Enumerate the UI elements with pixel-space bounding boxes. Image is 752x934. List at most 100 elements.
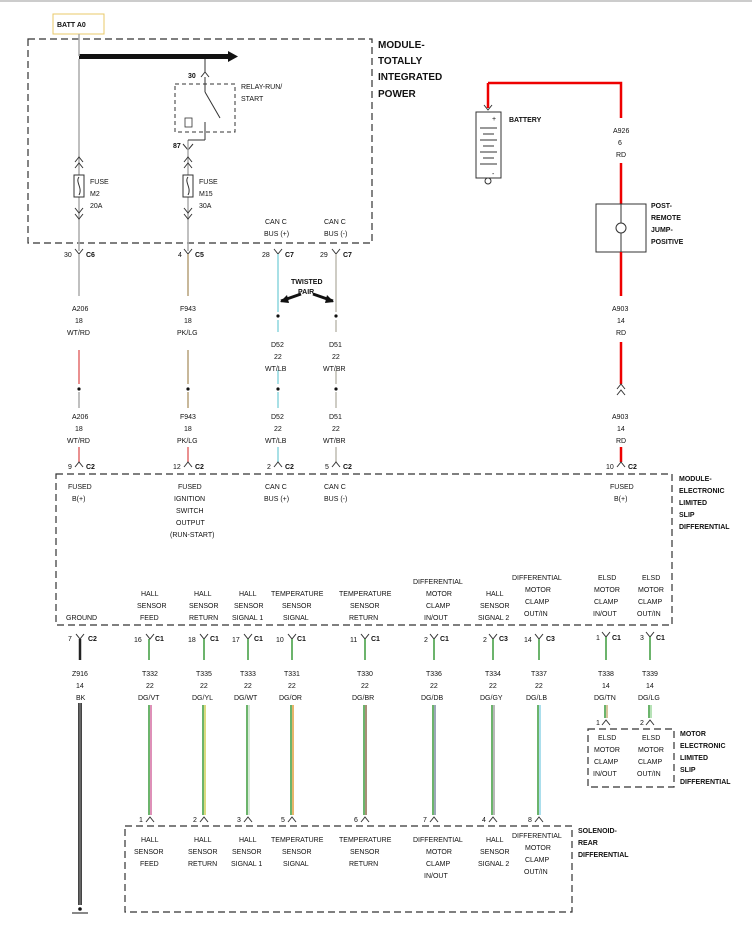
solenoid-pins: 1 2 3 5 6 7 4 8: [139, 817, 532, 824]
wire-color: DG/BR: [352, 695, 374, 702]
wire-gauge: 22: [288, 683, 296, 690]
wire-gauge: 22: [489, 683, 497, 690]
motor-label: OUT/IN: [637, 771, 661, 778]
wire-circuit: F943: [180, 306, 196, 313]
wire-gauge: 18: [184, 426, 192, 433]
wire-gauge: 14: [602, 683, 610, 690]
wire-color: PK/LG: [177, 438, 198, 445]
wire-gauge: 14: [76, 683, 84, 690]
wire-circuit: Z916: [72, 671, 88, 678]
twisted-pair-label: PAIR: [298, 289, 314, 296]
tipm-title: MODULE- TOTALLY INTEGRATED POWER: [378, 40, 442, 100]
conn-id: C3: [546, 636, 555, 643]
pin-label: B(+): [72, 496, 85, 503]
conn-pin: 14: [524, 637, 532, 644]
solenoid-pin: 2: [193, 817, 197, 824]
wire-circuit: T331: [284, 671, 300, 678]
wire-color: DG/DB: [421, 695, 444, 702]
tipm-title-line: INTEGRATED: [378, 72, 442, 83]
conn-id: C1: [297, 636, 306, 643]
conn-pin: 17: [232, 637, 240, 644]
wire-gauge: 14: [617, 426, 625, 433]
elsd-top-pin: 2: [267, 464, 271, 471]
wire-gauge: 22: [332, 354, 340, 361]
lower-wire-label-a206: A206 18 WT/RD: [67, 414, 90, 445]
lower-wire-label-f943: F943 18 PK/LG: [177, 414, 198, 445]
wire-d52: [273, 254, 283, 468]
wire-color: WT/RD: [67, 438, 90, 445]
wire-color: WT/LB: [265, 366, 287, 373]
tipm-connector-pin: 30: [64, 252, 72, 259]
elsd-top-pin: 12: [173, 464, 181, 471]
pin-label: IN/OUT: [424, 615, 448, 622]
fuse-m15-label: FUSE: [199, 179, 218, 186]
elsd-top-label-can-minus: CAN C BUS (-): [324, 484, 347, 503]
wire-circuit: T338: [598, 671, 614, 678]
wire-a206: [74, 254, 84, 468]
wire-gauge: 22: [200, 683, 208, 690]
elsd-bottom-connectors: 7 C2 16 C1 18 C1 17 C1 10 C1 11 C1 2 C1 …: [68, 635, 665, 644]
solenoid-label: SIGNAL 2: [478, 861, 509, 868]
conn-id: C1: [371, 636, 380, 643]
wire-circuit: D51: [329, 414, 342, 421]
twisted-pair-symbol: [280, 292, 334, 303]
post-remote-label: REMOTE: [651, 215, 681, 222]
pin-label: IGNITION: [174, 496, 205, 503]
elsd-top-conn: C2: [285, 464, 294, 471]
motor-label: IN/OUT: [593, 771, 617, 778]
wire-label-a926: A926 6 RD: [613, 128, 629, 159]
pin-label: OUTPUT: [176, 520, 206, 527]
tipm-can-label: BUS (+): [264, 231, 289, 238]
conn-pin: 3: [640, 635, 644, 642]
elsd-top-pin: 5: [325, 464, 329, 471]
tipm-can-label: BUS (-): [324, 231, 347, 238]
fuse-m15-label: 30A: [199, 203, 212, 210]
conn-pin: 11: [350, 637, 357, 644]
solenoid-label: RETURN: [349, 861, 378, 868]
pin-label: CLAMP: [594, 599, 618, 606]
wire-color: DG/WT: [234, 695, 258, 702]
solenoid-label: TEMPERATURE: [339, 837, 392, 844]
wire-color: RD: [616, 152, 626, 159]
wire-color: DG/GY: [480, 695, 503, 702]
bus-bar-arrow: [228, 51, 238, 62]
motor-box: [587, 728, 675, 788]
wire-a903: [616, 252, 626, 468]
wire-circuit: T336: [426, 671, 442, 678]
lower-wire-label-a903: A903 14 RD: [612, 414, 628, 445]
motor-title-line: ELECTRONIC: [680, 743, 726, 750]
pin-label: TEMPERATURE: [339, 591, 392, 598]
solenoid-label: SENSOR: [134, 849, 164, 856]
elsd-bottom-labels: GROUND HALL SENSOR FEED HALL SENSOR RETU…: [66, 575, 664, 622]
tipm-connector-id: C7: [285, 252, 294, 259]
motor-label: MOTOR: [638, 747, 664, 754]
lower-wire-label-d52: D52 22 WT/LB: [265, 414, 287, 445]
pin-label: SENSOR: [234, 603, 264, 610]
elsd-top-conn: C2: [343, 464, 352, 471]
relay-label: START: [241, 96, 264, 103]
solenoid-label: RETURN: [188, 861, 217, 868]
pin-label: SENSOR: [350, 603, 380, 610]
pin-label: SWITCH: [176, 508, 204, 515]
conn-id: C1: [612, 635, 621, 642]
fuse-m2-label: FUSE: [90, 179, 109, 186]
wire-circuit: F943: [180, 414, 196, 421]
conn-pin: 10: [276, 637, 284, 644]
pin-label: HALL: [486, 591, 504, 598]
conn-id: C1: [155, 636, 164, 643]
conn-id: C3: [499, 636, 508, 643]
pin-label: SENSOR: [137, 603, 167, 610]
solenoid-label: SIGNAL: [283, 861, 309, 868]
wire-color: DG/LB: [526, 695, 547, 702]
svg-text:+: +: [492, 116, 496, 123]
wire-d51: [331, 254, 341, 468]
wire-gauge: 22: [146, 683, 154, 690]
wire-gauge: 18: [75, 426, 83, 433]
pin-label: CLAMP: [426, 603, 450, 610]
pin-label: B(+): [614, 496, 627, 503]
wire-color: WT/LB: [265, 438, 287, 445]
pin-label: FUSED: [68, 484, 92, 491]
wire-circuit: T333: [240, 671, 256, 678]
solenoid-label: HALL: [141, 837, 159, 844]
